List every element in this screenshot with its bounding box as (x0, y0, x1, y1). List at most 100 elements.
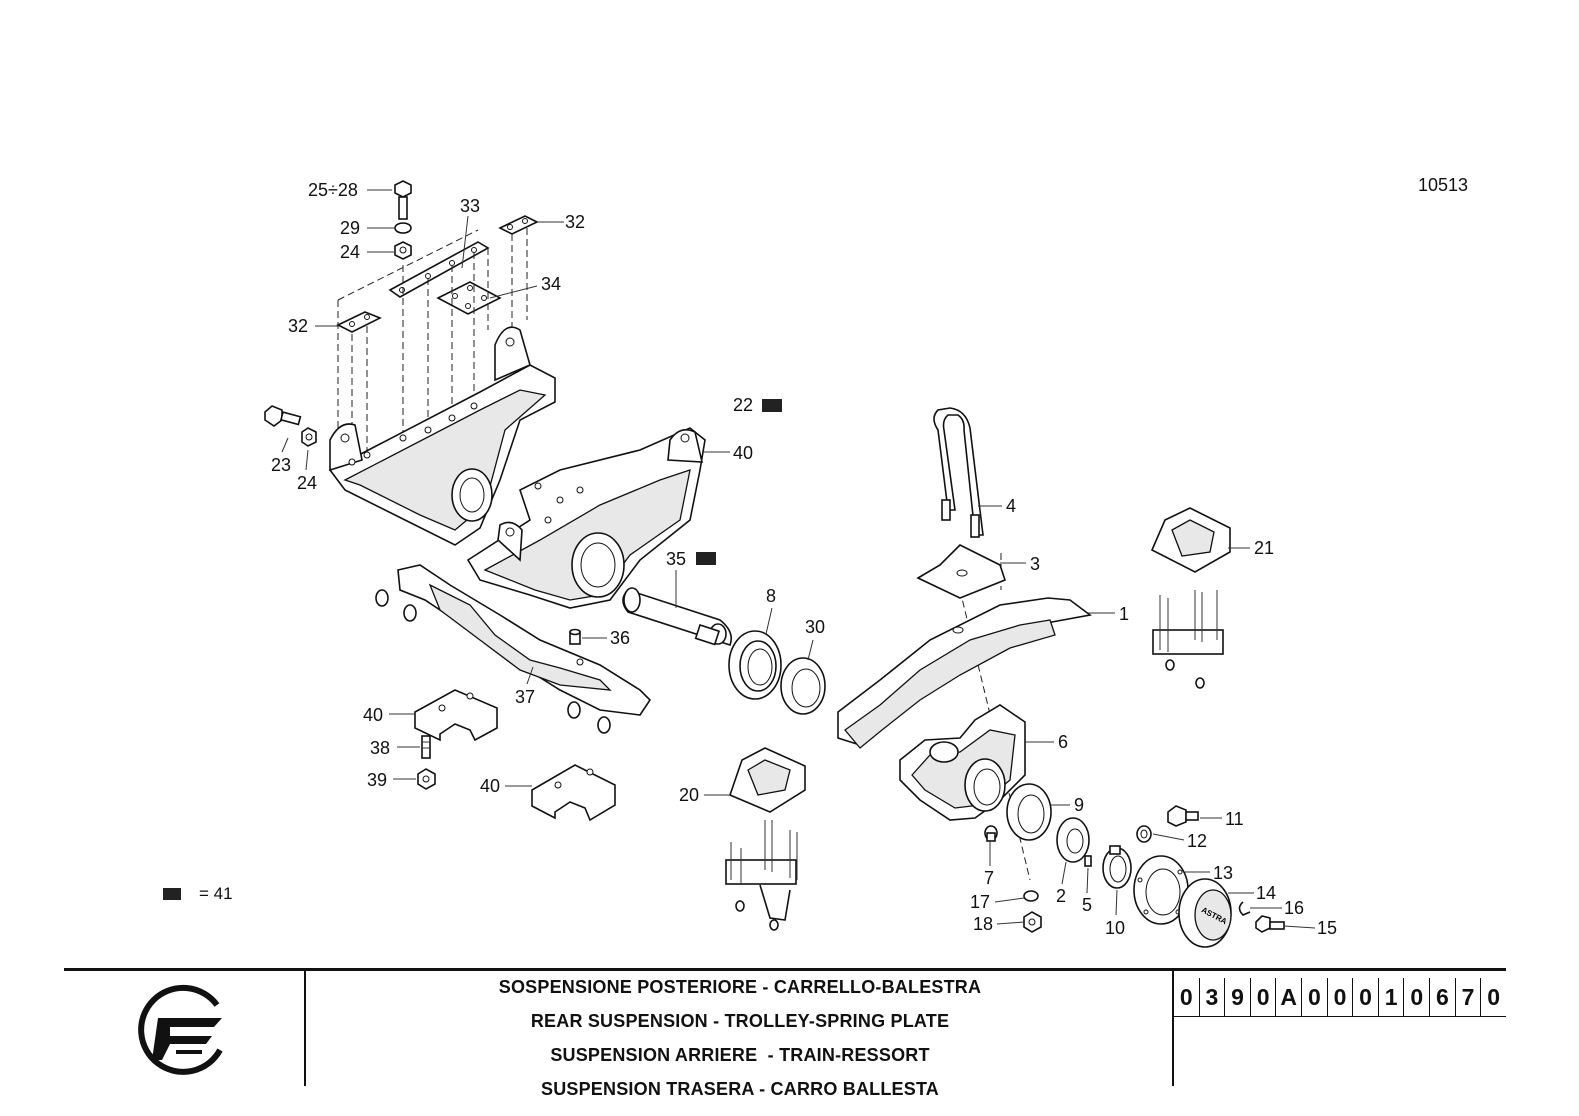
clamp-40-upper (414, 689, 498, 742)
leaf-spring-1 (837, 597, 1092, 749)
drawing-number: 10513 (1418, 175, 1469, 195)
plate-34 (436, 281, 502, 315)
washer-17 (1023, 890, 1039, 902)
black-square-icon (163, 888, 181, 900)
black-square-icon-35 (696, 552, 716, 565)
bearing-ring-30 (780, 657, 826, 715)
code-box-bottom (1174, 1016, 1506, 1017)
nut-18 (1023, 911, 1042, 933)
callout-25-28: 25÷28 (308, 180, 358, 200)
black-square-icon-22 (762, 399, 782, 412)
callout-20: 20 (679, 785, 699, 805)
code-digit: 0 (1301, 978, 1327, 1016)
callout-17: 17 (970, 892, 990, 912)
callout-24: 24 (340, 242, 360, 262)
code-digit: 7 (1454, 978, 1481, 1016)
leader-lines (281, 189, 1316, 929)
nut-24-side (301, 427, 317, 447)
washer-12 (1136, 825, 1152, 843)
callout-15: 15 (1317, 918, 1337, 938)
callout-35: 35 (666, 549, 686, 569)
callout-11: 11 (1225, 809, 1244, 829)
title-block-divider-left (304, 968, 306, 1086)
plate-32-top (498, 215, 539, 235)
callout-4: 4 (1006, 496, 1016, 516)
legend-text: = 41 (199, 884, 233, 903)
callout-10: 10 (1105, 918, 1125, 938)
callout-16: 16 (1284, 898, 1304, 918)
callout-1: 1 (1119, 604, 1129, 624)
legend: = 41 (163, 884, 233, 904)
code-digit: 3 (1198, 978, 1225, 1016)
astra-logo-icon (138, 984, 223, 1075)
callout-29: 29 (340, 218, 360, 238)
washer-29 (394, 222, 412, 234)
code-digit: 9 (1224, 978, 1250, 1016)
code-digit: 0 (1326, 978, 1353, 1016)
callout-8: 8 (766, 586, 776, 606)
callout-22: 22 (733, 395, 753, 415)
callout-24: 24 (297, 473, 317, 493)
u-bolt-4 (933, 407, 984, 538)
callout-36: 36 (610, 628, 630, 648)
rubber-bumper-20 (725, 747, 806, 931)
callout-34: 34 (541, 274, 561, 294)
callout-6: 6 (1058, 732, 1068, 752)
code-digit: 0 (1179, 983, 1193, 1010)
callout-18: 18 (973, 914, 993, 934)
callout-37: 37 (515, 687, 535, 707)
callout-14: 14 (1256, 883, 1276, 903)
rubber-bumper-21 (1150, 507, 1231, 689)
screw-15 (1255, 915, 1285, 933)
spring-seat-3 (916, 544, 1006, 599)
callout-21: 21 (1254, 538, 1274, 558)
callout-40: 40 (480, 776, 500, 796)
bracket-frame-upper (328, 326, 556, 546)
code-digit: A (1275, 978, 1301, 1016)
code-digit: 0 (1352, 978, 1378, 1016)
pin-36 (569, 628, 581, 645)
fitting-7 (984, 825, 998, 842)
code-digit: 0 (1480, 978, 1506, 1016)
seal-ring-8 (728, 630, 782, 700)
trunnion-hub-6 (899, 704, 1026, 821)
callout-32: 32 (565, 212, 585, 232)
callout-12: 12 (1187, 831, 1207, 851)
title-french: SUSPENSION ARRIERE - TRAIN-RESSORT (550, 1045, 930, 1065)
callout-33: 33 (460, 196, 480, 216)
title-spanish: SUSPENSION TRASERA - CARRO BALLESTA (540, 1079, 940, 1099)
clamp-40-lower (531, 764, 616, 822)
callout-labels: 25÷28 29 24 33 32 34 32 23 24 22 40 4 3 … (271, 180, 1337, 938)
callout-32: 32 (288, 316, 308, 336)
axle-beam-37 (375, 564, 652, 734)
clip-16 (1238, 901, 1251, 916)
seal-ring-9 (1006, 783, 1052, 841)
nut-39 (417, 768, 436, 790)
callout-13: 13 (1213, 863, 1233, 883)
bracket-frame-lower (466, 427, 706, 609)
callout-9: 9 (1074, 795, 1084, 815)
title-block-top-border (64, 968, 1506, 971)
breather-11 (1167, 805, 1199, 827)
gasket-13 (1133, 855, 1189, 925)
code-digit: 6 (1429, 978, 1455, 1016)
nut-24 (394, 241, 412, 260)
plate-32-left (336, 311, 382, 333)
part-code: 0 3 9 0 A 0 0 0 1 0 6 7 0 (1174, 978, 1506, 1016)
trunnion-shaft-35 (622, 587, 733, 646)
bolt-23 (264, 405, 302, 427)
code-digit: 1 (1377, 978, 1404, 1016)
code-digit: 0 (1249, 978, 1276, 1016)
callout-5: 5 (1082, 895, 1092, 915)
callout-2: 2 (1056, 886, 1066, 906)
callout-3: 3 (1030, 554, 1040, 574)
title-italian: SOSPENSIONE POSTERIORE - CARRELLO-BALEST… (498, 977, 982, 997)
callout-30: 30 (805, 617, 825, 637)
pin-5 (1084, 855, 1092, 867)
callout-23: 23 (271, 455, 291, 475)
callout-40: 40 (363, 705, 383, 725)
callout-40: 40 (733, 443, 753, 463)
title-english: REAR SUSPENSION - TROLLEY-SPRING PLATE (530, 1011, 950, 1031)
stud-38 (421, 735, 431, 759)
